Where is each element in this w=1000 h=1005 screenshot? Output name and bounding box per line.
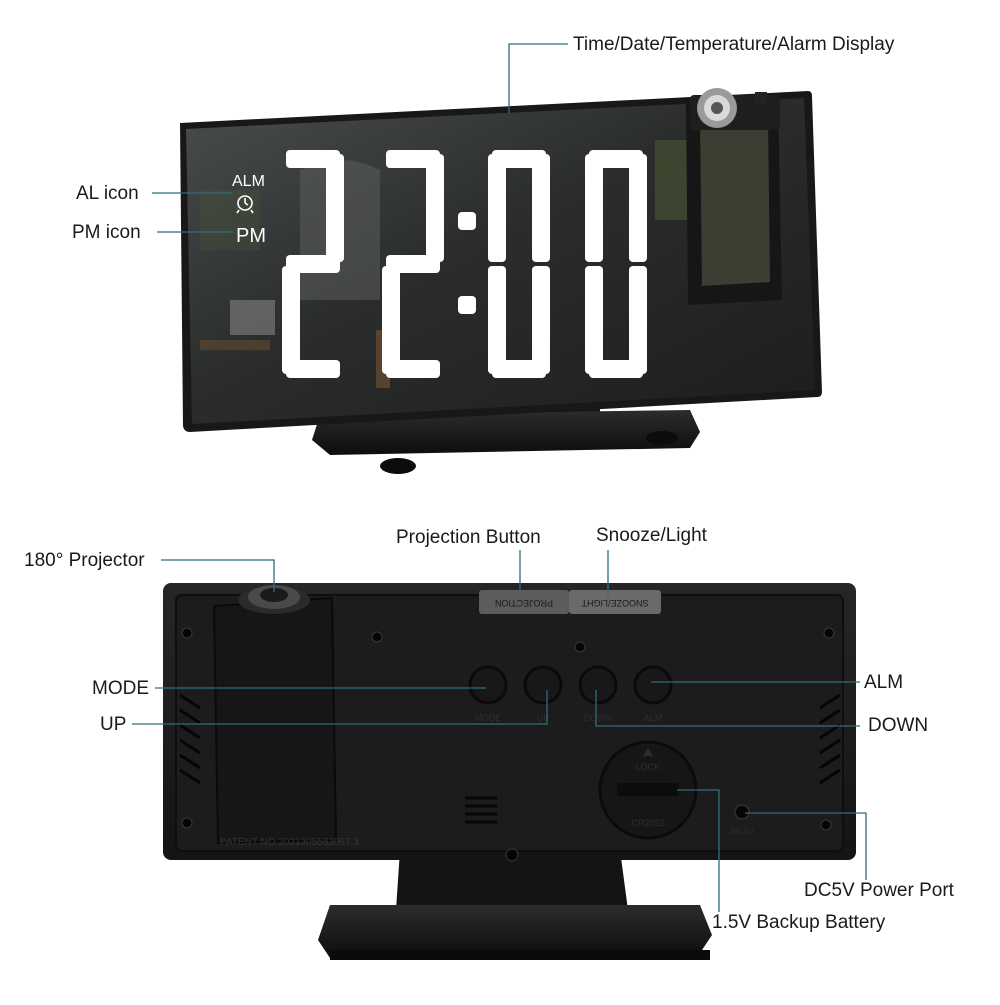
segment-e bbox=[382, 266, 400, 374]
digit-4 bbox=[585, 150, 647, 378]
power-port-text: DC 5V bbox=[730, 827, 754, 836]
segment-e bbox=[282, 266, 300, 374]
alm-button-caption: ALM bbox=[644, 713, 663, 723]
digit-1 bbox=[282, 150, 344, 378]
callout-al-icon: AL icon bbox=[76, 183, 139, 204]
segment-g bbox=[286, 255, 340, 273]
battery-lock-text: LOCK bbox=[636, 762, 661, 772]
top-keys: PROJECTION SNOOZE/LIGHT bbox=[479, 590, 661, 614]
segment-b bbox=[326, 154, 344, 262]
segment-b bbox=[426, 154, 444, 262]
screw-holes bbox=[181, 627, 835, 862]
colon-dot-top bbox=[458, 212, 476, 230]
callout-backup-battery: 1.5V Backup Battery bbox=[712, 912, 886, 933]
callout-projector: 180° Projector bbox=[24, 550, 145, 571]
callout-power-port: DC5V Power Port bbox=[804, 880, 954, 901]
callout-down: DOWN bbox=[868, 715, 929, 736]
callout-snooze-light: Snooze/Light bbox=[596, 525, 707, 546]
down-button-caption: DOWN bbox=[584, 713, 613, 723]
callout-display: Time/Date/Temperature/Alarm Display bbox=[573, 34, 895, 55]
mode-button[interactable] bbox=[468, 665, 508, 705]
speaker-grille bbox=[465, 796, 497, 824]
pm-indicator-text: PM bbox=[236, 225, 266, 247]
down-button[interactable] bbox=[578, 665, 618, 705]
front-projector bbox=[686, 88, 782, 305]
up-button-caption: UP bbox=[537, 713, 550, 723]
segment-b bbox=[629, 154, 647, 262]
battery-type-text: CR2032 bbox=[631, 818, 664, 828]
callout-alm: ALM bbox=[864, 672, 904, 693]
digit-3 bbox=[488, 150, 550, 378]
callout-up: UP bbox=[100, 714, 127, 735]
patent-text: PATENT NO.2021305583067.3 bbox=[220, 837, 359, 848]
alarm-bell-icon bbox=[236, 195, 254, 214]
power-port[interactable] bbox=[734, 804, 750, 820]
control-buttons: MODE UP DOWN ALM bbox=[468, 665, 673, 723]
segment-c bbox=[532, 266, 550, 374]
back-stand bbox=[318, 850, 712, 960]
alarm-indicator-text: ALM bbox=[232, 173, 265, 190]
alm-button[interactable] bbox=[633, 665, 673, 705]
segment-f bbox=[585, 154, 603, 262]
segment-b bbox=[532, 154, 550, 262]
snooze-key-text: SNOOZE/LIGHT bbox=[581, 598, 649, 608]
segment-g bbox=[386, 255, 440, 273]
mode-button-caption: MODE bbox=[475, 713, 502, 723]
front-clock: ALM PM bbox=[180, 88, 822, 474]
projection-key-text: PROJECTION bbox=[495, 598, 553, 608]
up-button[interactable] bbox=[523, 665, 563, 705]
back-clock: PROJECTION SNOOZE/LIGHT bbox=[163, 583, 856, 960]
segment-e bbox=[488, 266, 506, 374]
side-vents bbox=[179, 693, 841, 785]
segment-e bbox=[585, 266, 603, 374]
time-digits bbox=[282, 150, 647, 378]
colon-dot-bottom bbox=[458, 296, 476, 314]
back-projector bbox=[212, 585, 338, 845]
callout-pm-icon: PM icon bbox=[72, 222, 141, 243]
segment-c bbox=[629, 266, 647, 374]
leader-lines bbox=[132, 43, 867, 912]
digit-2 bbox=[382, 150, 444, 378]
callout-projection-button: Projection Button bbox=[396, 527, 541, 548]
callout-mode: MODE bbox=[92, 678, 149, 699]
segment-f bbox=[488, 154, 506, 262]
